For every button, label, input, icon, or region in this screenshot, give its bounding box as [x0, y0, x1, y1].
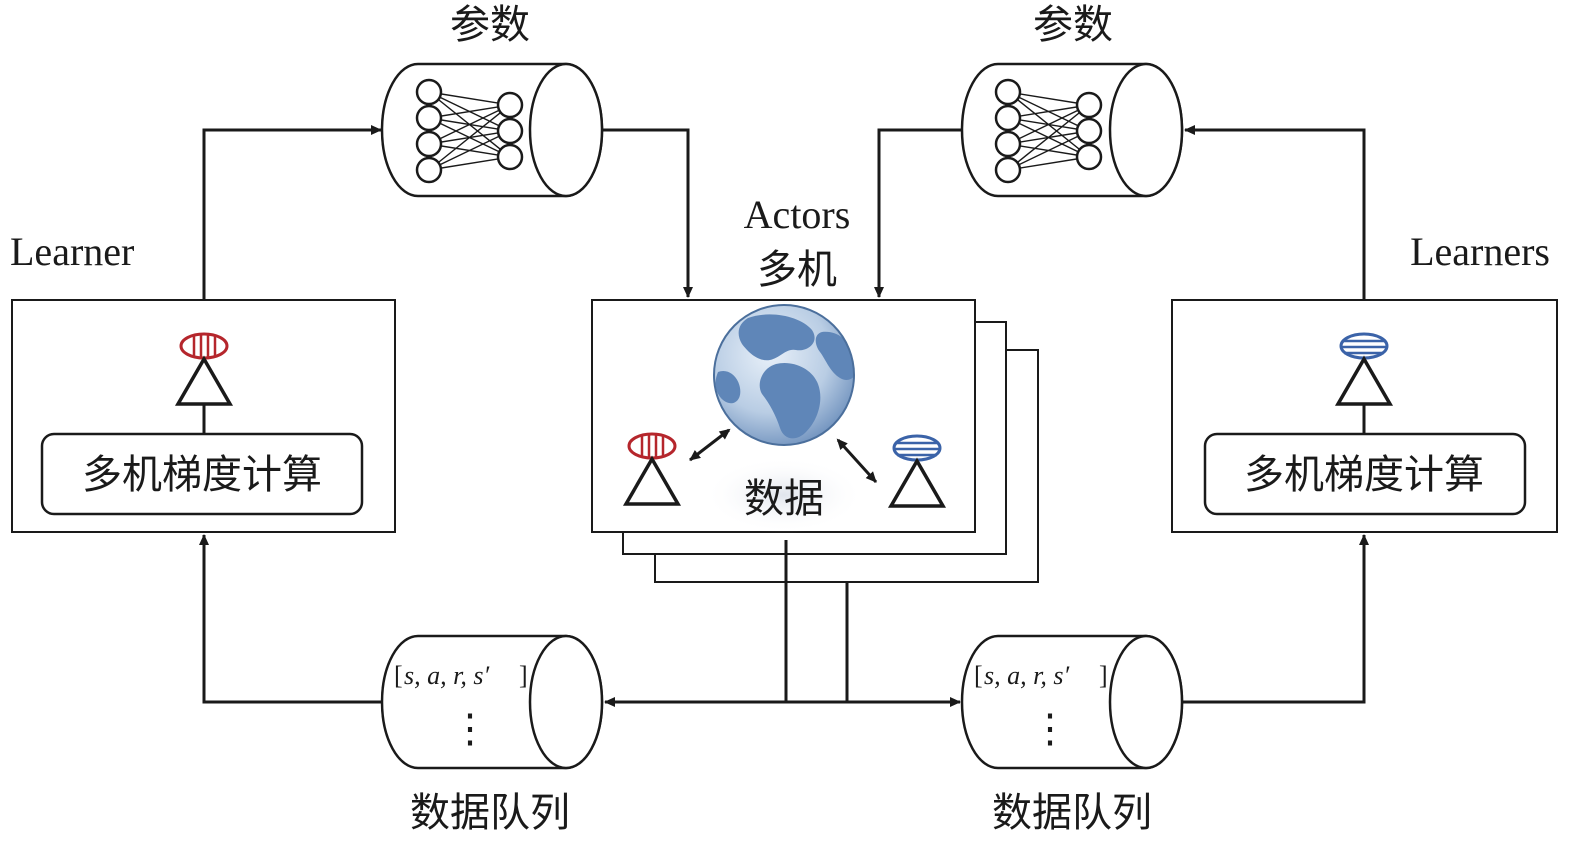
queue-left-tuple: [ s, a, r, s′ ] ⋮ [394, 661, 528, 752]
multi-machine-label: 多机 [757, 247, 837, 293]
learner-to-params-arrow [202, 125, 382, 300]
queue-right-cylinder [960, 634, 1184, 770]
grad-calc-left-label: 多机梯度计算 [82, 452, 322, 498]
network-node [1075, 117, 1103, 145]
svg-text:s, a, r, s′: s, a, r, s′ [404, 661, 489, 690]
queue-left-cylinder [380, 634, 604, 770]
params-right-cylinder [960, 62, 1184, 198]
network-node [994, 156, 1022, 184]
params-right-label: 参数 [1033, 2, 1113, 48]
network-node [496, 117, 524, 145]
svg-text:⋮: ⋮ [1030, 706, 1070, 752]
network-node [415, 78, 443, 106]
network-node [415, 156, 443, 184]
network-node [994, 78, 1022, 106]
svg-text:s, a, r, s′: s, a, r, s′ [984, 661, 1069, 690]
actors-to-queues-line [784, 540, 849, 702]
data-label: 数据 [744, 476, 824, 522]
network-node [1075, 91, 1103, 119]
network-node [994, 104, 1022, 132]
svg-text:]: ] [519, 661, 528, 690]
globe-icon [704, 304, 864, 533]
network-node [415, 130, 443, 158]
svg-text:[: [ [394, 661, 403, 690]
grad-calc-right-label: 多机梯度计算 [1244, 452, 1484, 498]
network-node [496, 91, 524, 119]
queue-right-tuple: [ s, a, r, s′ ] ⋮ [974, 661, 1108, 752]
network-node [1075, 143, 1103, 171]
svg-text:[: [ [974, 661, 983, 690]
agent-blue-icon [1334, 332, 1394, 406]
queue-left-label: 数据队列 [410, 790, 570, 836]
actors-label: Actors [744, 192, 851, 237]
svg-text:⋮: ⋮ [450, 706, 490, 752]
network-node [415, 104, 443, 132]
params-left-label: 参数 [450, 2, 530, 48]
neural-network-icon [994, 78, 1103, 184]
params-left-cylinder [380, 62, 604, 198]
actor-agent-red [622, 432, 682, 506]
queue-to-learner-arrow [199, 534, 382, 704]
actor-agent-blue [887, 434, 947, 508]
grad-calc-left-box [40, 432, 364, 516]
queue-to-learners-arrow [1182, 534, 1369, 704]
params-right-to-actors-arrow [874, 128, 962, 298]
grad-calc-right-box [1203, 432, 1527, 516]
network-node [994, 130, 1022, 158]
queue-right-label: 数据队列 [992, 790, 1152, 836]
learners-label: Learners [1410, 229, 1550, 274]
learners-to-params-arrow [1184, 125, 1366, 300]
neural-network-icon [415, 78, 524, 184]
svg-text:]: ] [1099, 661, 1108, 690]
network-node [496, 143, 524, 171]
learner-label: Learner [10, 229, 134, 274]
params-to-actors-arrow [602, 128, 693, 298]
